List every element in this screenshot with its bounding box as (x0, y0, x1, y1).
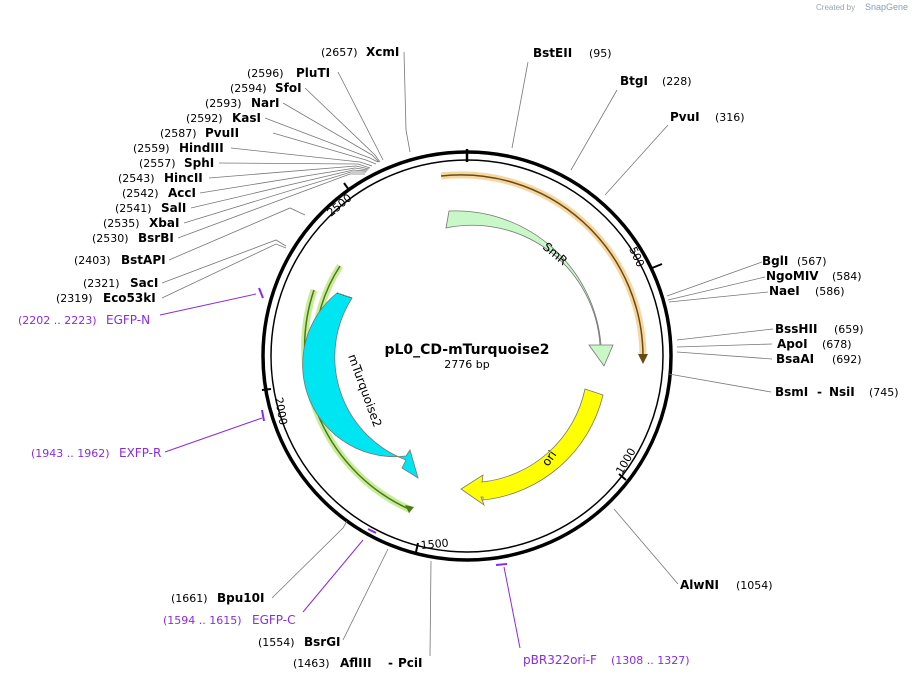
primer-pbr322ori-f-name[interactable]: pBR322ori-F (523, 653, 597, 667)
site-pluti-pos: (2596) (247, 67, 284, 80)
site-afliii-pos: (1463) (293, 657, 330, 670)
site-hincii-name[interactable]: HincII (164, 171, 203, 185)
site-xbai-pos: (2535) (103, 217, 140, 230)
credit-text: Created by (816, 3, 855, 12)
site-bsmi-name[interactable]: BsmI (775, 385, 808, 399)
site-pvui-pos: (316) (715, 111, 745, 124)
site-btgi-pos: (228) (662, 75, 692, 88)
site-pcii-name[interactable]: PciI (398, 656, 423, 670)
site-nsii-name[interactable]: NsiI (829, 385, 855, 399)
site-xcmi-name[interactable]: XcmI (366, 45, 399, 59)
tick-mark-2000 (261, 388, 272, 391)
site-bsaai-pos: (692) (832, 353, 862, 366)
site-bsrbi-pos: (2530) (92, 232, 129, 245)
site-bstapi-name[interactable]: BstAPI (121, 253, 166, 267)
site-bsrgi-pos: (1554) (258, 636, 295, 649)
site-xbai-name[interactable]: XbaI (149, 216, 179, 230)
site-sali-pos: (2541) (115, 202, 152, 215)
site-ngomiv-name[interactable]: NgoMIV (766, 269, 819, 283)
tick-label-2000: 2000 (272, 396, 290, 426)
primer-exfp-r-name[interactable]: EXFP-R (119, 446, 161, 460)
site-eco53ki-name[interactable]: Eco53kI (103, 291, 156, 305)
orf-arc-orange (440, 171, 647, 359)
site-saci-pos: (2321) (83, 277, 120, 290)
site-sep-afliii: - (388, 656, 393, 670)
site-sphi-pos: (2557) (139, 157, 176, 170)
site-naei-pos: (586) (815, 285, 845, 298)
primer-exfp-r-pos: (1943 .. 1962) (31, 447, 110, 460)
tick-label-1500: 1500 (420, 537, 449, 552)
primer-pbr322ori-f-pos: (1308 .. 1327) (611, 654, 690, 667)
site-bsteii-name[interactable]: BstEII (533, 46, 572, 60)
site-hindiii-name[interactable]: HindIII (179, 141, 224, 155)
site-bgli-name[interactable]: BglI (762, 254, 788, 268)
feature-mturquoise2 (302, 292, 419, 479)
site-bsrbi-name[interactable]: BsrBI (138, 231, 174, 245)
orf-arrowhead-green-2 (405, 505, 414, 513)
site-bstapi-pos: (2403) (74, 254, 111, 267)
primer-egfp-n-pos: (2202 .. 2223) (18, 314, 97, 327)
site-bpu10i-name[interactable]: Bpu10I (217, 591, 264, 605)
tick-mark-1000 (618, 473, 627, 481)
site-nari-pos: (2593) (205, 97, 242, 110)
site-hincii-pos: (2543) (118, 172, 155, 185)
tick-mark-2500 (343, 182, 350, 191)
site-bsshii-name[interactable]: BssHII (775, 322, 817, 336)
site-sfoi-name[interactable]: SfoI (275, 81, 302, 95)
site-pluti-name[interactable]: PluTI (296, 66, 330, 80)
site-bgli-pos: (567) (797, 255, 827, 268)
site-hindiii-pos: (2559) (133, 142, 170, 155)
site-kasi-name[interactable]: KasI (232, 111, 261, 125)
tick-mark-1500 (415, 542, 419, 553)
site-alwni-name[interactable]: AlwNI (680, 578, 719, 592)
site-ngomiv-pos: (584) (832, 270, 862, 283)
primer-egfp-n-name[interactable]: EGFP-N (106, 313, 150, 327)
site-sali-name[interactable]: SalI (161, 201, 186, 215)
site-pvuii-pos: (2587) (160, 127, 197, 140)
site-nari-name[interactable]: NarI (251, 96, 280, 110)
site-alwni-pos: (1054) (736, 579, 773, 592)
site-bsshii-pos: (659) (834, 323, 864, 336)
feature-ori (460, 388, 604, 507)
site-pvui-name[interactable]: PvuI (670, 110, 700, 124)
site-kasi-pos: (2592) (186, 112, 223, 125)
site-pvuii-name[interactable]: PvuII (205, 126, 239, 140)
site-bsmi-pos: (745) (869, 386, 899, 399)
orf-arrowhead-orange (638, 354, 648, 364)
site-acci-pos: (2542) (122, 187, 159, 200)
site-apoi-pos: (678) (822, 338, 852, 351)
tick-mark-500 (651, 263, 663, 269)
site-xcmi-pos: (2657) (321, 46, 358, 59)
site-btgi-name[interactable]: BtgI (620, 74, 648, 88)
site-bsaai-name[interactable]: BsaAI (776, 352, 814, 366)
primer-egfp-c-pos: (1594 .. 1615) (163, 614, 242, 627)
site-sphi-name[interactable]: SphI (184, 156, 214, 170)
site-sep-bsmi: - (817, 385, 822, 399)
site-afliii-name[interactable]: AflIII (340, 656, 372, 670)
site-bsrgi-name[interactable]: BsrGI (304, 635, 341, 649)
primer-egfp-c-name[interactable]: EGFP-C (252, 613, 295, 627)
site-bpu10i-pos: (1661) (171, 592, 208, 605)
site-eco53ki-pos: (2319) (56, 292, 93, 305)
feature-smr (445, 210, 614, 367)
site-apoi-name[interactable]: ApoI (777, 337, 808, 351)
plasmid-size: 2776 bp (444, 358, 489, 371)
snapgene-logo: SnapGene (865, 2, 908, 12)
site-naei-name[interactable]: NaeI (769, 284, 800, 298)
site-acci-name[interactable]: AccI (168, 186, 196, 200)
site-bsteii-pos: (95) (589, 47, 612, 60)
site-saci-name[interactable]: SacI (130, 276, 158, 290)
site-sfoi-pos: (2594) (230, 82, 267, 95)
tick-label-500: 500 (626, 245, 647, 270)
plasmid-name: pL0_CD-mTurquoise2 (384, 342, 549, 358)
